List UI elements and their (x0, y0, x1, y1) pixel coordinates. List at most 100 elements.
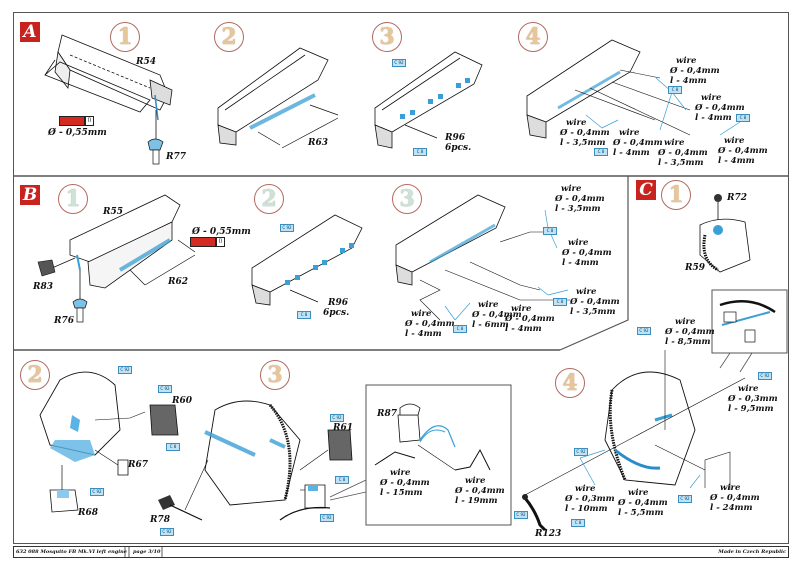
paint-diameter-label-b1: Ø - 0,55mm (192, 227, 251, 237)
wire-length: l - 4mm (695, 113, 732, 123)
wire-length: l - 8,5mm (665, 337, 711, 347)
wire-title: wire (675, 317, 696, 327)
step-number-b3: 3 (392, 184, 422, 214)
paint-chip-c2-2: C 92 (158, 385, 172, 393)
wire-length: l - 4mm (562, 258, 599, 268)
wire-diameter: Ø - 0,4mm (665, 327, 715, 337)
paint-chip-c4-4: C 92 (514, 511, 528, 519)
wire-spec-b3-3: wire Ø - 0,4mm l - 3,5mm (570, 287, 620, 317)
paint-chip-c3-4: C 92 (320, 514, 334, 522)
section-badge-a: A (20, 22, 40, 42)
part-label-r87: R87 (377, 409, 398, 419)
part-qty-a3: 6pcs. (445, 143, 472, 153)
part-label-r123: R123 (535, 529, 562, 539)
paint-chip-c3-3: C 8 (335, 476, 349, 484)
wire-spec-b3-2: wire Ø - 0,4mm l - 4mm (562, 238, 612, 268)
part-label-r76: R76 (54, 316, 75, 326)
wire-length: l - 9,5mm (728, 404, 774, 414)
wire-spec-a4-6: wire Ø - 0,4mm l - 4mm (718, 136, 768, 166)
section-badge-c: C (636, 180, 656, 200)
paint-chip-b3-2: C 8 (553, 298, 567, 306)
gauge-icon-b1: ⌷ (216, 237, 225, 247)
wire-length: l - 10mm (565, 504, 608, 514)
wire-diameter: Ø - 0,4mm (380, 478, 430, 488)
wire-diameter: Ø - 0,4mm (555, 194, 605, 204)
paint-chip-b2-bottom: C 8 (297, 311, 311, 319)
paint-chip-c2-3: C 8 (166, 443, 180, 451)
part-label-r62: R62 (168, 277, 189, 287)
wire-title: wire (720, 483, 741, 493)
wire-length: l - 3,5mm (555, 204, 601, 214)
wire-length: l - 4mm (613, 148, 650, 158)
paint-chip-c4-6: C 92 (678, 495, 692, 503)
step-number-a2: 2 (214, 22, 244, 52)
wire-spec-c3-1: wire Ø - 0,4mm l - 15mm (380, 468, 430, 498)
part-label-r68: R68 (78, 508, 99, 518)
step-number-a1: 1 (110, 22, 140, 52)
wire-spec-c3-2: wire Ø - 0,4mm l - 19mm (455, 476, 505, 506)
part-label-r59: R59 (685, 263, 706, 273)
wire-length: l - 4mm (505, 324, 542, 334)
wire-spec-a4-1: wire Ø - 0,4mm l - 4mm (670, 56, 720, 86)
wire-spec-a4-4: wire Ø - 0,4mm l - 4mm (613, 128, 663, 158)
part-label-r60: R60 (172, 396, 193, 406)
paint-chip-a3-top: C 92 (392, 59, 406, 67)
wire-spec-a4-5: wire Ø - 0,4mm l - 3,5mm (658, 138, 708, 168)
step-number-b1: 1 (58, 184, 88, 214)
wire-diameter: Ø - 0,4mm (455, 486, 505, 496)
step-number-a3: 3 (372, 22, 402, 52)
wire-title: wire (738, 384, 759, 394)
wire-title: wire (701, 93, 722, 103)
part-label-r96-b2: R96 (328, 298, 349, 308)
step-number-c2: 2 (20, 360, 50, 390)
wire-spec-c4-1: wire Ø - 0,4mm l - 8,5mm (665, 317, 715, 347)
paint-chip-b3-3: C 8 (453, 325, 467, 333)
part-label-r63: R63 (308, 138, 329, 148)
wire-length: l - 5,5mm (618, 508, 664, 518)
part-label-r54: R54 (136, 57, 157, 67)
wire-spec-a4-2: wire Ø - 0,4mm l - 4mm (695, 93, 745, 123)
wire-title: wire (619, 128, 640, 138)
paint-chip-b2-top: C 92 (280, 224, 294, 232)
wire-title: wire (724, 136, 745, 146)
wire-length: l - 4mm (405, 329, 442, 339)
part-label-r83: R83 (33, 282, 54, 292)
wire-diameter: Ø - 0,4mm (505, 314, 555, 324)
part-label-r77: R77 (166, 152, 187, 162)
wire-spec-b3-5: wire Ø - 0,4mm l - 6mm (472, 300, 522, 330)
wire-length: l - 15mm (380, 488, 423, 498)
paint-chip-c4-1: C 92 (637, 327, 651, 335)
wire-title: wire (664, 138, 685, 148)
gauge-icon-a1: ⌷ (85, 116, 94, 126)
footer-product-title: 632 088 Mosquito FB Mk.VI left engine (16, 549, 127, 555)
wire-diameter: Ø - 0,3mm (565, 494, 615, 504)
wire-length: l - 3,5mm (570, 307, 616, 317)
wire-title: wire (411, 309, 432, 319)
step-number-c3: 3 (260, 360, 290, 390)
wire-title: wire (478, 300, 499, 310)
wire-diameter: Ø - 0,4mm (560, 128, 610, 138)
wire-diameter: Ø - 0,4mm (613, 138, 663, 148)
wire-diameter: Ø - 0,4mm (670, 66, 720, 76)
wire-spec-c4-3: wire Ø - 0,3mm l - 10mm (565, 484, 615, 514)
wire-title: wire (566, 118, 587, 128)
paint-chip-c4-2: C 92 (758, 372, 772, 380)
wire-length: l - 4mm (718, 156, 755, 166)
wire-diameter: Ø - 0,4mm (570, 297, 620, 307)
wire-length: l - 6mm (472, 320, 509, 330)
wire-spec-c4-5: wire Ø - 0,4mm l - 24mm (710, 483, 760, 513)
wire-diameter: Ø - 0,4mm (710, 493, 760, 503)
wire-spec-a4-3: wire Ø - 0,4mm l - 3,5mm (560, 118, 610, 148)
paint-chip-c2-1: C 92 (118, 366, 132, 374)
wire-title: wire (575, 484, 596, 494)
paint-chip-c4-5: C 8 (571, 519, 585, 527)
wire-title: wire (561, 184, 582, 194)
